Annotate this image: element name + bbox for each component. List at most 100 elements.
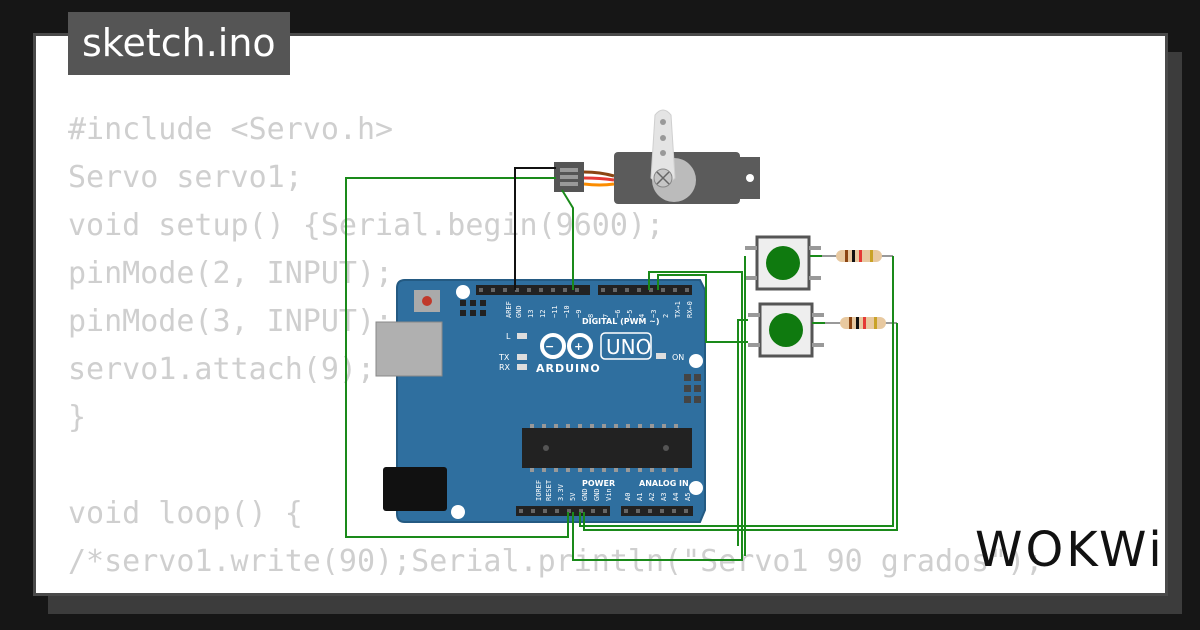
pin-label-vin: Vin <box>605 488 613 501</box>
pin-label-reset: RESET <box>545 479 553 501</box>
led-on <box>656 353 666 359</box>
pin-label-11: ~11 <box>551 305 559 318</box>
code-line: void loop() { <box>68 496 303 531</box>
pushbutton-cap[interactable] <box>766 246 800 280</box>
reset-button-cap <box>422 296 432 306</box>
wire-gnd-servo <box>514 167 556 290</box>
pin-label-a3: A3 <box>660 493 668 501</box>
code-background: #include <Servo.h> Servo servo1; void setu… <box>68 106 1044 593</box>
pin-label-4: 4 <box>638 314 646 318</box>
board-brand: ARDUINO <box>536 362 601 375</box>
pin-label-ioref: IOREF <box>535 480 543 501</box>
pin-label-gnd2: GND <box>593 488 601 501</box>
usb-port <box>375 321 443 377</box>
digital-header-left <box>476 285 590 295</box>
servo-mount-hole <box>746 174 754 182</box>
pin-label-5: ~5 <box>626 310 634 318</box>
led-tx-label: TX <box>498 353 510 362</box>
servo-wire-brown <box>583 170 615 178</box>
power-jack <box>383 467 447 511</box>
servo-wire-orange <box>583 182 615 187</box>
pin-label-8: 8 <box>587 314 595 318</box>
pin-label-2: 2 <box>662 314 670 318</box>
pin-label-13: 13 <box>527 310 535 318</box>
servo-wire-red <box>583 176 615 182</box>
arduino-board[interactable]: AREF GND 13 12 ~11 ~10 ~9 8 7 ~6 ~5 4 ~3… <box>375 279 706 523</box>
icsp-header <box>460 300 486 316</box>
code-line: #include <Servo.h> <box>68 112 394 147</box>
wire-pin2-button <box>657 274 748 343</box>
resistor-1[interactable] <box>822 250 893 262</box>
bottom-header-pins <box>519 509 688 513</box>
servo-screw <box>656 171 670 185</box>
wokwi-logo: WOKWi <box>975 522 1162 582</box>
pushbutton-1[interactable] <box>745 235 821 291</box>
pin-label-10: ~10 <box>563 305 571 318</box>
wire-5v-servo <box>345 177 569 538</box>
pin-label-aref: AREF <box>505 301 513 318</box>
pin-label-a5: A5 <box>684 493 692 501</box>
pushbutton-cap[interactable] <box>769 313 803 347</box>
servo-motor[interactable] <box>554 109 760 204</box>
pushbutton-2[interactable] <box>748 302 824 358</box>
analog-header <box>621 506 693 516</box>
wire-servo-signal <box>561 189 574 290</box>
pin-label-3v3: 3.3V <box>557 483 565 501</box>
wire-button2-gnd <box>737 319 748 546</box>
pin-label-9: ~9 <box>575 310 583 318</box>
mounting-hole <box>689 481 703 495</box>
pin-label-3: ~3 <box>650 310 658 318</box>
pin-label-6: ~6 <box>614 310 622 318</box>
wire-pin3-button <box>572 271 743 561</box>
pin-label-gnd1: GND <box>581 488 589 501</box>
led-tx <box>517 354 527 360</box>
power-label: POWER <box>582 479 615 488</box>
horn-hole <box>660 135 666 141</box>
power-header <box>516 506 610 516</box>
pin-label-5v: 5V <box>569 492 577 501</box>
pin-label-a0: A0 <box>624 493 632 501</box>
digital-header-pins <box>479 288 689 292</box>
plus-glyph: + <box>574 340 583 353</box>
code-line: servo1.write(180);Serial.println("Servo1… <box>68 586 1043 593</box>
code-line: void setup() {Serial.begin(9600); <box>68 208 665 243</box>
resistor-2[interactable] <box>825 317 897 329</box>
pin-label-0: RX←0 <box>686 301 694 318</box>
mounting-hole <box>689 354 703 368</box>
file-tab[interactable]: sketch.ino <box>68 12 290 75</box>
logo-text: WOKWi <box>975 522 1165 578</box>
led-l-label: L <box>506 332 511 341</box>
code-line: servo1.attach(9); <box>68 352 376 387</box>
digital-header-right <box>598 285 692 295</box>
mounting-hole <box>451 505 465 519</box>
led-on-label: ON <box>672 353 684 362</box>
code-line: pinMode(2, INPUT); <box>68 256 394 291</box>
pin-label-gnd: GND <box>515 305 523 318</box>
pin-label-a1: A1 <box>636 493 644 501</box>
pin-label-a4: A4 <box>672 493 680 501</box>
pin-label-a2: A2 <box>648 493 656 501</box>
horn-hole <box>660 119 666 125</box>
code-line: Servo servo1; <box>68 160 303 195</box>
chip-pins <box>530 424 678 472</box>
pin-label-12: 12 <box>539 310 547 318</box>
pin-label-1: TX→1 <box>674 301 682 318</box>
horn-hole <box>660 150 666 156</box>
led-rx-label: RX <box>499 363 511 372</box>
board-model: UNO <box>606 335 651 359</box>
icsp-header-right <box>684 374 701 403</box>
pin-label-7: 7 <box>602 314 610 318</box>
minus-glyph: − <box>545 340 554 353</box>
code-line: } <box>68 400 87 435</box>
mounting-hole <box>456 285 470 299</box>
code-line: /*servo1.write(90);Serial.println("Servo… <box>68 544 1044 579</box>
led-l <box>517 333 527 339</box>
code-line: pinMode(3, INPUT); <box>68 304 394 339</box>
uno-badge <box>600 332 652 360</box>
wire-resistor2 <box>583 323 898 531</box>
wire-resistor1 <box>579 256 894 527</box>
analog-label: ANALOG IN <box>639 479 689 488</box>
wires <box>345 177 898 561</box>
led-rx <box>517 364 527 370</box>
